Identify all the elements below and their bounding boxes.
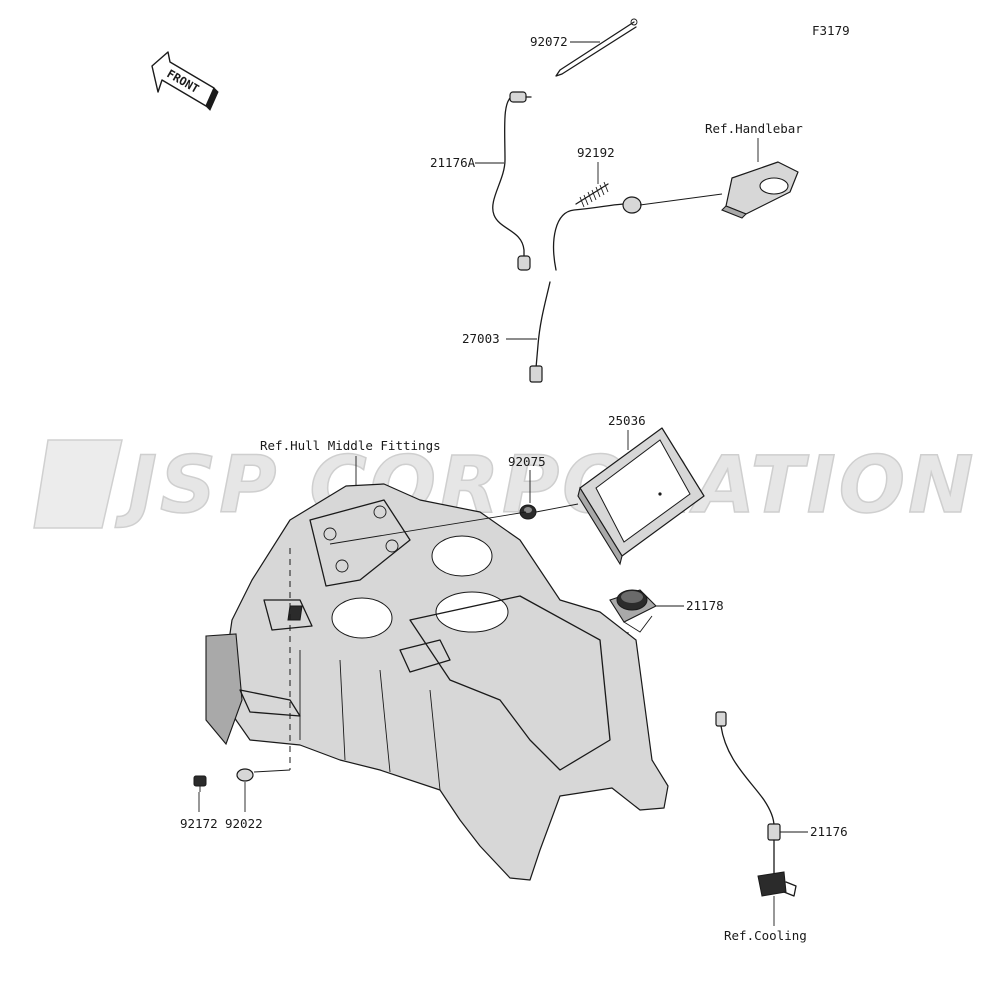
leader-washer-hull <box>253 769 291 773</box>
front-arrow-icon: FRONT <box>151 51 219 111</box>
label-27003: 27003 <box>462 331 500 346</box>
part-92172-bolt <box>193 775 207 792</box>
part-21178-switch <box>609 589 657 633</box>
leader-92075-meter <box>535 503 579 513</box>
ref-hull-middle-fittings: Ref.Hull Middle Fittings <box>260 438 441 453</box>
part-27003-cable <box>529 281 551 383</box>
label-92072: 92072 <box>530 34 568 49</box>
label-21176A: 21176A <box>430 155 476 170</box>
figure-code: F3179 <box>812 23 850 38</box>
part-92192-spring <box>575 181 609 208</box>
ref-cooling: Ref.Cooling <box>724 928 807 943</box>
leader-hull-meter <box>329 511 527 545</box>
part-speed-cable-upper <box>553 193 723 271</box>
label-21176: 21176 <box>810 824 848 839</box>
part-92075-grommet <box>519 504 537 520</box>
part-25036-meter <box>577 427 705 566</box>
label-21178: 21178 <box>686 598 724 613</box>
label-92172: 92172 <box>180 816 218 831</box>
part-21176A-cable <box>492 91 532 271</box>
watermark-logo-mark <box>33 439 123 529</box>
label-92022: 92022 <box>225 816 263 831</box>
handlebar-switch-ref <box>721 161 799 219</box>
label-92192: 92192 <box>577 145 615 160</box>
ref-handlebar: Ref.Handlebar <box>705 121 803 136</box>
hull-middle-fittings-ref <box>205 483 669 881</box>
watermark-text: JSP CORPORATION <box>115 441 976 531</box>
label-25036: 25036 <box>608 413 646 428</box>
part-92072-clamp <box>555 18 638 77</box>
label-92075: 92075 <box>508 454 546 469</box>
part-21176-sensor <box>715 711 797 897</box>
watermark: JSP CORPORATION <box>33 439 976 532</box>
part-92022-washer <box>236 768 254 782</box>
